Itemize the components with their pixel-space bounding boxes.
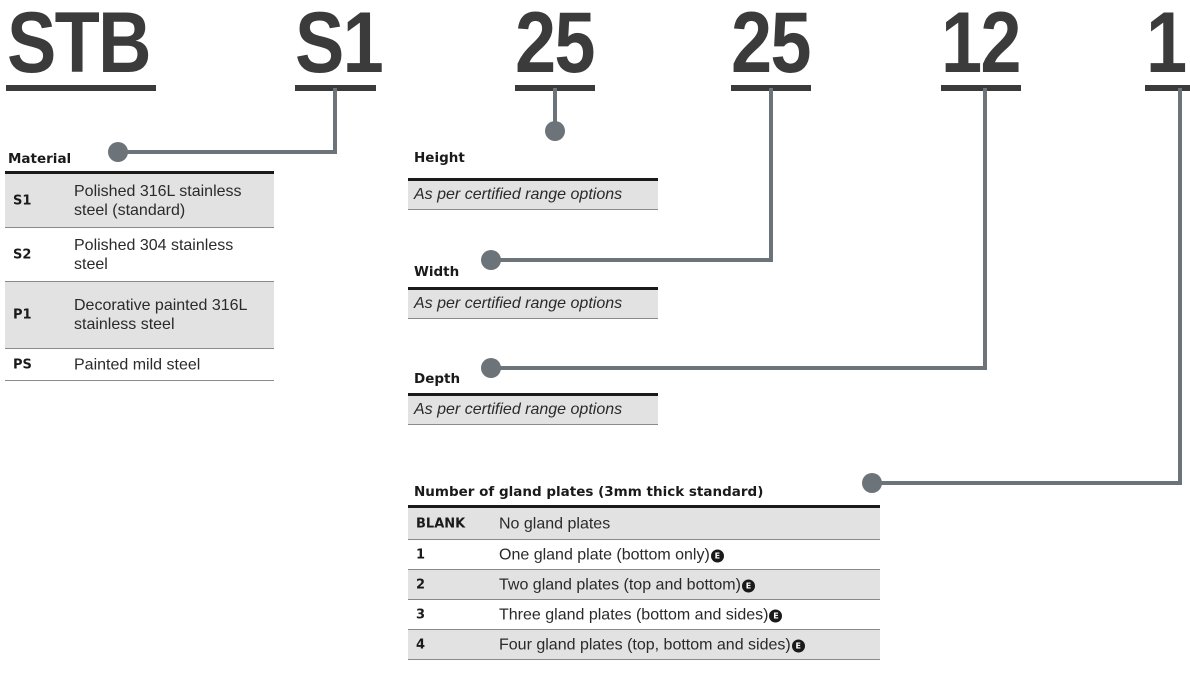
gland-plates-option-row: 1 One gland plate (bottom only)E: [408, 540, 880, 570]
width-value: As per certified range options: [414, 295, 623, 312]
connector-dot-width: [481, 250, 501, 270]
option-description-text: Three gland plates (bottom and sides): [499, 606, 769, 623]
e-badge-icon: E: [769, 609, 783, 622]
option-code: 2: [416, 577, 426, 592]
option-code: S2: [13, 247, 32, 262]
option-description: No gland plates: [499, 515, 611, 532]
material-option-row: P1 Decorative painted 316L stainless stee…: [5, 282, 274, 349]
height-title: Height: [414, 150, 465, 166]
code-segment-depth: 12: [941, 0, 1022, 91]
e-badge-icon: E: [741, 579, 755, 592]
code-segment-series: STB: [7, 0, 151, 91]
code-segment-gland-plates: 1: [1146, 0, 1187, 91]
e-badge-icon: E: [791, 639, 805, 652]
connector-width: [491, 88, 773, 262]
option-description-text: Four gland plates (top, bottom and sides…: [499, 636, 791, 653]
depth-title: Depth: [414, 371, 461, 387]
code-segment-width: 25: [731, 0, 812, 91]
height-value: As per certified range options: [414, 186, 623, 203]
height-value-row: As per certified range options: [408, 181, 658, 210]
option-code: PS: [13, 357, 32, 372]
option-description: One gland plate (bottom only)E: [499, 545, 724, 564]
option-description: Two gland plates (top and bottom)E: [499, 575, 755, 594]
gland-plates-rule: [408, 505, 880, 508]
option-description-line: stainless steel: [74, 316, 175, 333]
gland-plates-title: Number of gland plates (3mm thick standa…: [414, 484, 764, 500]
connector-dot-material: [108, 142, 128, 162]
option-description: Decorative painted 316L stainless steel: [74, 296, 247, 334]
code-segment-series-underline: [6, 85, 156, 91]
option-description-line: steel: [74, 255, 108, 273]
option-code: BLANK: [416, 516, 466, 531]
option-description-line: Polished 316L stainless: [74, 182, 242, 200]
option-description: Four gland plates (top, bottom and sides…: [499, 635, 805, 654]
depth-value: As per certified range options: [414, 401, 623, 418]
connector-dot-height: [545, 121, 565, 141]
option-description: Three gland plates (bottom and sides)E: [499, 605, 783, 624]
code-segment-depth-underline: [941, 85, 1021, 91]
code-segment-height: 25: [515, 0, 596, 91]
gland-plates-option-row: 2 Two gland plates (top and bottom)E: [408, 570, 880, 600]
option-code: 3: [416, 607, 426, 622]
option-description-line: Decorative painted 316L: [74, 297, 248, 314]
option-code: 1: [416, 547, 426, 562]
connector-dot-depth: [481, 358, 501, 378]
e-badge-icon: E: [710, 549, 724, 562]
option-description-line: Polished 304 stainless: [74, 236, 234, 254]
connector-gland-plates: [872, 88, 1182, 485]
gland-plates-option-row: 4 Four gland plates (top, bottom and sid…: [408, 630, 880, 660]
option-description: Painted mild steel: [74, 356, 201, 373]
connector-depth: [491, 88, 987, 370]
material-option-row: PS Painted mild steel: [5, 349, 274, 381]
option-code: P1: [13, 307, 32, 323]
code-segment-material: S1: [295, 0, 384, 91]
gland-plates-option-row: BLANK No gland plates: [408, 508, 880, 540]
height-rule: [408, 178, 658, 181]
code-segment-gland-plates-underline: [1145, 85, 1190, 91]
option-description-line: steel (standard): [74, 201, 186, 219]
connector-dot-gland-plates: [862, 473, 882, 493]
width-rule: [408, 287, 658, 290]
depth-value-row: As per certified range options: [408, 396, 658, 425]
gland-plates-option-row: 3 Three gland plates (bottom and sides)E: [408, 600, 880, 630]
material-rule: [5, 171, 274, 174]
width-title: Width: [414, 264, 460, 280]
option-description-text: Two gland plates (top and bottom): [499, 576, 741, 593]
material-title: Material: [8, 151, 72, 167]
option-code: 4: [416, 637, 426, 652]
connector-material: [118, 88, 337, 154]
depth-rule: [408, 393, 658, 396]
option-description-text: One gland plate (bottom only): [499, 546, 710, 563]
option-code: S1: [13, 193, 32, 208]
width-value-row: As per certified range options: [408, 290, 658, 319]
